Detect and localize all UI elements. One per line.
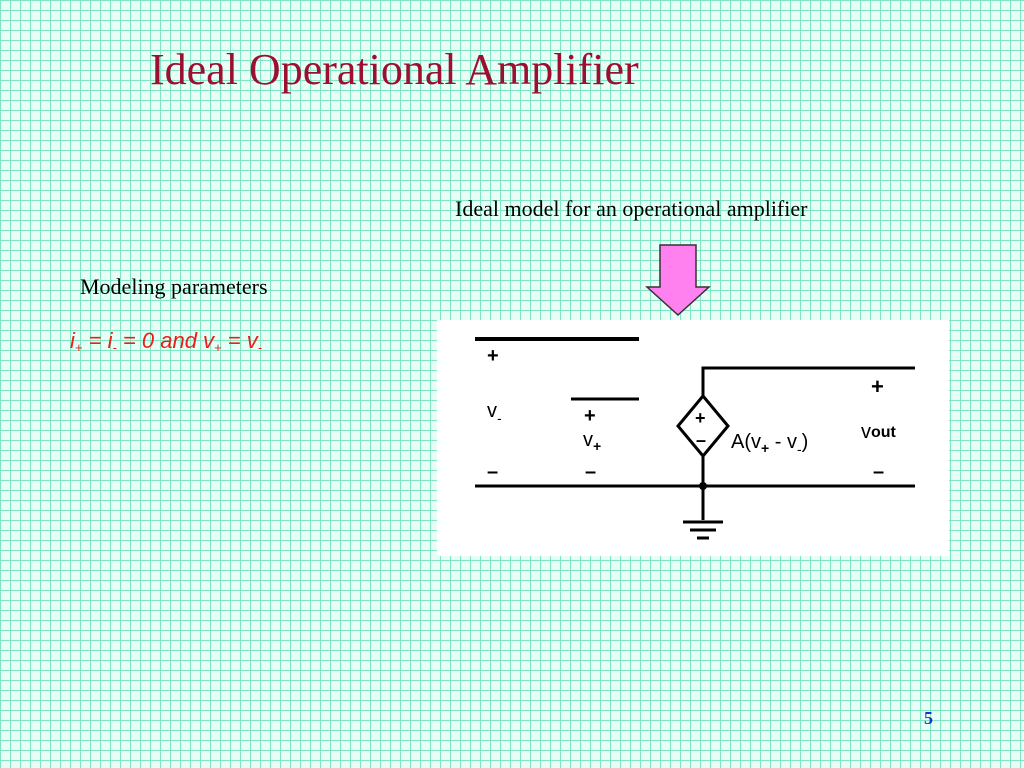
eq-i-minus-sub: - bbox=[112, 340, 117, 355]
ground-icon bbox=[683, 486, 723, 540]
input-minus-voltage-label: v- bbox=[487, 400, 502, 426]
eq-v-minus: v bbox=[246, 328, 258, 353]
gain-expr-sub2: - bbox=[797, 441, 802, 457]
eq-i-plus-sub: + bbox=[74, 340, 83, 355]
eq-zero-and: = 0 and bbox=[116, 328, 204, 353]
input-plus-voltage-label: v+ bbox=[583, 429, 601, 454]
source-plus-sign: + bbox=[695, 408, 706, 428]
output-sub: out bbox=[871, 424, 897, 441]
input-plus-sub: + bbox=[593, 438, 601, 454]
eq-equals-1: = bbox=[82, 328, 108, 353]
output-v: v bbox=[861, 421, 871, 443]
input-minus-minus-sign: – bbox=[487, 461, 498, 483]
model-caption: Ideal model for an operational amplifier bbox=[455, 196, 808, 221]
down-arrow-icon bbox=[645, 243, 711, 317]
eq-v-plus: v bbox=[203, 328, 215, 353]
eq-v-minus-sub: - bbox=[257, 340, 263, 355]
slide-title: Ideal Operational Amplifier bbox=[150, 45, 639, 94]
output-minus-sign: – bbox=[873, 461, 884, 483]
input-plus-plus-sign: + bbox=[584, 405, 596, 427]
opamp-model-diagram: + v- – + v+ – + – A(v+ - v-) + vout – bbox=[437, 320, 949, 556]
eq-i-minus: i bbox=[107, 328, 113, 353]
eq-equals-3: = bbox=[221, 328, 247, 353]
gain-expr-mid: - v bbox=[769, 431, 797, 453]
input-minus-plus-sign: + bbox=[487, 345, 499, 367]
eq-i-plus: i bbox=[70, 328, 75, 353]
output-voltage-label: vout bbox=[861, 421, 897, 443]
output-top-wire bbox=[701, 366, 915, 406]
output-plus-sign: + bbox=[871, 374, 884, 399]
gain-expr-close: ) bbox=[802, 431, 809, 453]
modeling-parameters-label: Modeling parameters bbox=[80, 274, 268, 299]
source-minus-sign: – bbox=[696, 430, 706, 450]
gain-expr-sub1: + bbox=[761, 440, 769, 456]
input-plus-minus-sign: – bbox=[585, 461, 596, 483]
gain-expression: A(v+ - v-) bbox=[731, 431, 808, 457]
eq-v-plus-sub: + bbox=[214, 340, 222, 355]
gain-expr-a: A(v bbox=[731, 431, 761, 453]
page-number: 5 bbox=[924, 708, 933, 728]
input-plus-v: v bbox=[583, 429, 593, 451]
input-minus-sub: - bbox=[497, 410, 502, 426]
modeling-equation: i+ = i- = 0 and v+ = v- bbox=[70, 324, 262, 365]
input-minus-v: v bbox=[487, 400, 497, 422]
